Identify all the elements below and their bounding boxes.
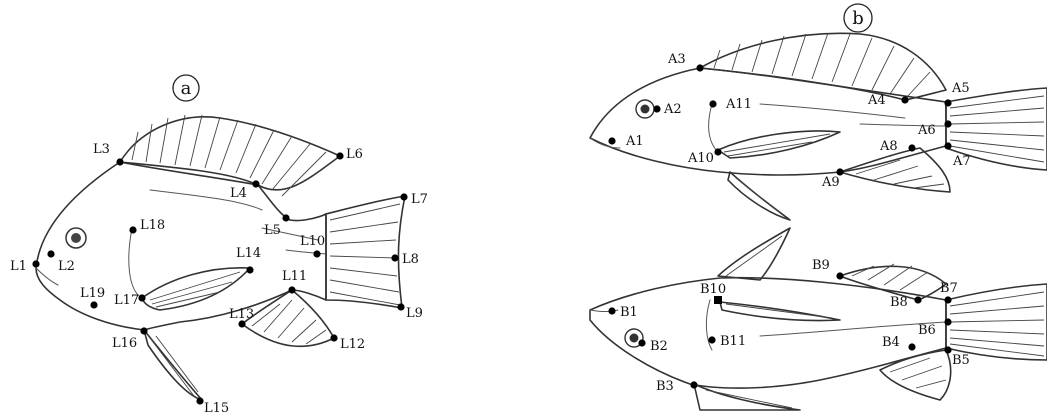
dorsal-fin-b-top: [700, 33, 946, 100]
panel-b-letter: b: [852, 8, 864, 29]
landmark-label-L9: L9: [406, 306, 423, 321]
landmark-label-A11: A11: [725, 97, 752, 112]
landmark-label-A10: A10: [687, 151, 714, 166]
landmark-label-L17: L17: [114, 293, 139, 308]
landmark-label-B1: B1: [620, 305, 638, 320]
landmark-label-A5: A5: [951, 81, 970, 96]
landmark-label-L14: L14: [236, 246, 261, 261]
landmark-label-L8: L8: [402, 252, 419, 267]
dorsal-fin-b-bottom-front: [718, 228, 790, 280]
panel-a-letter: a: [181, 78, 192, 99]
body-outline-b-top: [590, 68, 946, 175]
landmark-label-L1: L1: [10, 259, 27, 274]
landmark-label-A8: A8: [879, 139, 898, 154]
landmark-label-L4: L4: [230, 186, 247, 201]
landmark-label-B9: B9: [812, 258, 830, 273]
caudal-fin-rays-b-bottom: [950, 292, 1044, 356]
panel-a: a: [10, 75, 428, 416]
landmark-label-A1: A1: [625, 134, 644, 149]
landmark-label-B5: B5: [952, 353, 970, 368]
landmark-label-A9: A9: [821, 175, 840, 190]
landmark-label-L5: L5: [264, 223, 281, 238]
pelvic-fin-a: [144, 330, 202, 400]
dorsal-fin-rays-b-top: [714, 33, 930, 98]
landmark-label-L19: L19: [80, 286, 105, 301]
landmark-label-L7: L7: [411, 192, 428, 207]
landmark-label-B11: B11: [720, 334, 746, 349]
landmark-label-L16: L16: [112, 336, 137, 351]
landmark-label-B4: B4: [882, 335, 900, 350]
landmark-label-L3: L3: [93, 142, 110, 157]
landmark-labels-b-top: A1 A2 A3 A4 A5 A6 A7 A8 A9 A10 A11: [625, 52, 971, 190]
landmark-label-A2: A2: [663, 102, 682, 117]
landmark-label-B2: B2: [650, 339, 668, 354]
caudal-fin-rays-b-top: [950, 96, 1044, 162]
landmark-label-L2: L2: [58, 259, 75, 274]
landmark-label-L18: L18: [140, 218, 165, 233]
landmark-label-B6: B6: [918, 323, 936, 338]
landmark-label-A3: A3: [667, 52, 686, 67]
landmark-label-B10: B10: [700, 282, 726, 297]
anal-fin-a: [242, 290, 334, 346]
panel-b-bottom: B1 B2 B3 B4 B5 B6 B7 B8 B9 B10 B11: [590, 228, 1047, 410]
body-outline-a: [36, 162, 326, 330]
landmark-label-A7: A7: [952, 154, 971, 169]
landmark-label-L15: L15: [204, 401, 229, 416]
landmark-label-L6: L6: [346, 147, 363, 162]
landmark-label-L13: L13: [229, 307, 254, 322]
caudal-fin-rays-a: [330, 204, 400, 305]
landmark-label-B3: B3: [656, 379, 674, 394]
landmark-label-L11: L11: [282, 269, 307, 284]
landmark-label-B8: B8: [890, 295, 908, 310]
landmark-label-B7: B7: [940, 281, 958, 296]
landmark-label-A6: A6: [917, 123, 936, 138]
landmark-label-L10: L10: [300, 234, 325, 249]
panel-b-top: b: [590, 4, 1047, 220]
dorsal-fin-a: [120, 117, 340, 190]
landmark-label-L12: L12: [340, 337, 365, 352]
landmark-label-A4: A4: [867, 93, 886, 108]
